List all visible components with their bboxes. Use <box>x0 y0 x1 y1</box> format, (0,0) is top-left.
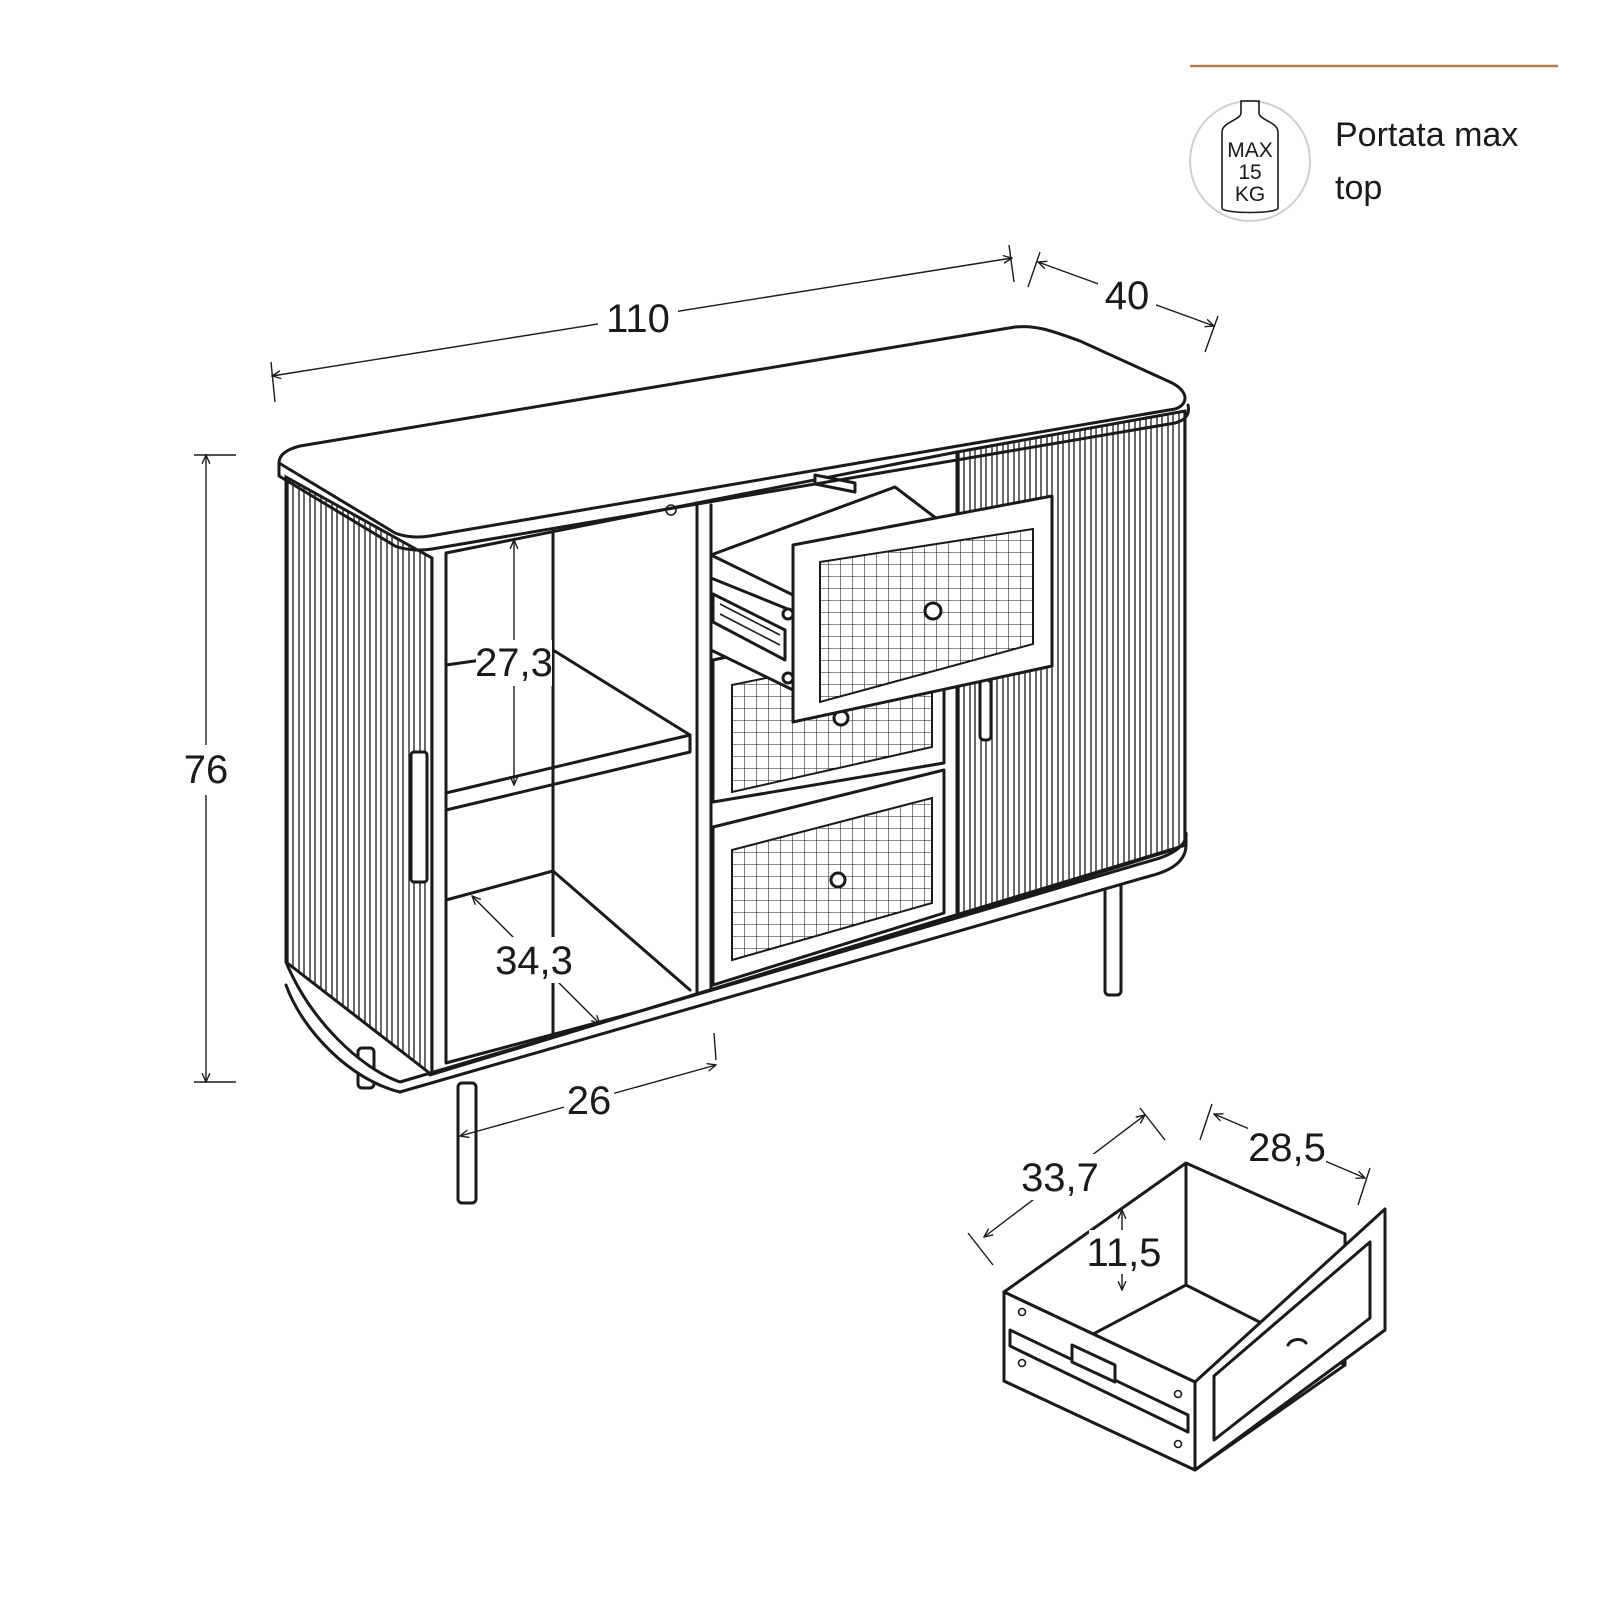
left-door-handle <box>409 750 429 884</box>
drawer-column <box>695 450 1054 998</box>
dim-drawer-height: 11,5 <box>1087 1231 1162 1275</box>
right-door-handle <box>978 678 993 742</box>
drawer-dimensions: 33,7 28,5 11,5 <box>967 1103 1371 1290</box>
leg-back-right <box>1103 878 1123 997</box>
drawer-detail <box>1002 1161 1387 1472</box>
badge-line-1: MAX <box>1227 139 1273 162</box>
dim-drawer-width: 28,5 <box>1248 1126 1326 1170</box>
sideboard-dimensions: 110 40 76 27,3 34,3 26 <box>180 244 1219 1136</box>
dim-shelf-depth: 34,3 <box>495 939 573 983</box>
sideboard-drawing <box>277 325 1190 1205</box>
legend-text-line-2: top <box>1335 169 1382 207</box>
base-plinth <box>284 831 1188 1094</box>
dim-width: 110 <box>606 297 670 341</box>
legend-text-line-1: Portata max <box>1335 116 1518 154</box>
top-slab <box>277 325 1187 539</box>
dim-compartment-width: 26 <box>567 1079 612 1123</box>
top-drawer-open <box>709 473 1054 724</box>
bottle-weight-icon: MAX 15 KG <box>1189 100 1311 222</box>
badge-line-2: 15 <box>1238 161 1261 184</box>
drawer-handle <box>1286 1338 1308 1347</box>
dim-height: 76 <box>184 748 229 792</box>
dim-depth: 40 <box>1105 274 1150 318</box>
legend: MAX 15 KG Portata max top <box>1189 64 1558 222</box>
badge-line-3: KG <box>1235 183 1265 206</box>
leg-front-left <box>456 1081 478 1205</box>
drawer-front-panel <box>1193 1207 1387 1472</box>
dim-shelf-height: 27,3 <box>475 641 553 685</box>
dim-drawer-depth: 33,7 <box>1021 1156 1099 1200</box>
